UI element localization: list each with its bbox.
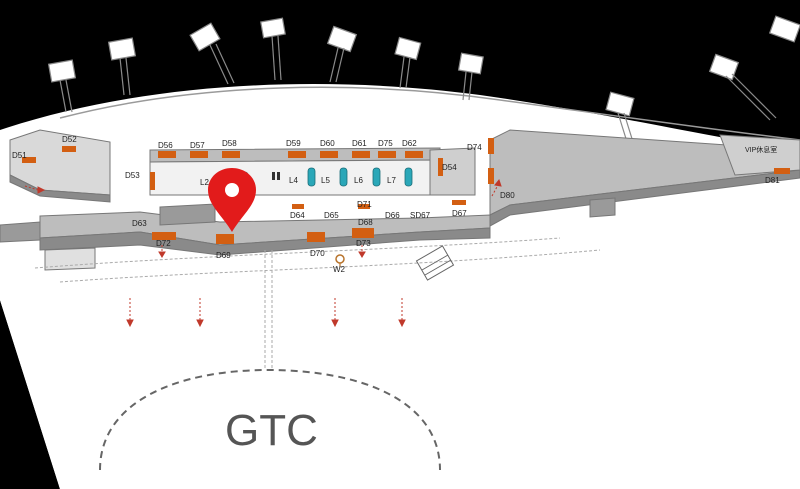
gate-label-d68: D68 xyxy=(358,218,373,227)
gate-label-d70: D70 xyxy=(310,249,325,258)
gate-markers xyxy=(22,138,790,244)
gate-label-d63: D63 xyxy=(132,219,147,228)
w2-marker xyxy=(335,254,345,267)
direction-arrow-icon xyxy=(196,298,204,328)
w2-label: W2 xyxy=(333,265,346,274)
gate-label-d59: D59 xyxy=(286,139,301,148)
gate-label-d66: D66 xyxy=(385,211,400,220)
gate-label-d53: D53 xyxy=(125,171,140,180)
lounge-label-l5: L5 xyxy=(321,176,330,185)
gtc-label: GTC xyxy=(225,406,318,455)
direction-arrow-icon xyxy=(491,178,502,197)
lounge-label-l6: L6 xyxy=(354,176,363,185)
gate-label-d67: D67 xyxy=(452,209,467,218)
gate-label-d73: D73 xyxy=(356,239,371,248)
gate-label-d52: D52 xyxy=(62,135,77,144)
gate-label-d69: D69 xyxy=(216,251,231,260)
gate-label-d71: D71 xyxy=(357,200,372,209)
gate-label-d80: D80 xyxy=(500,191,515,200)
walkways xyxy=(34,237,601,370)
gate-label-d81: D81 xyxy=(765,176,780,185)
gtc-forecourt xyxy=(0,280,800,489)
direction-arrow-icon xyxy=(331,298,339,328)
location-pin-icon[interactable] xyxy=(208,168,256,232)
gate-label-d57: D57 xyxy=(190,141,205,150)
gate-label-d62: D62 xyxy=(402,139,417,148)
gate-label-d75: D75 xyxy=(378,139,393,148)
gate-labels: D51 D52 D53 D54 D56 D57 D58 D59 D60 D61 … xyxy=(12,135,780,260)
lounge-label-l2: L2 xyxy=(200,178,209,187)
direction-arrow-icon xyxy=(24,185,46,194)
vip-lounge-label: VIP休息室 xyxy=(745,145,777,154)
gate-label-d51: D51 xyxy=(12,151,27,160)
direction-arrows xyxy=(24,178,502,328)
restroom-icon xyxy=(272,172,280,180)
direction-arrow-icon xyxy=(126,298,134,328)
escalator-icon xyxy=(415,245,455,281)
gate-label-d64: D64 xyxy=(290,211,305,220)
gtc-boundary xyxy=(99,368,441,471)
gate-label-d54: D54 xyxy=(442,163,457,172)
lounge-label-l4: L4 xyxy=(289,176,298,185)
terminal-roofline xyxy=(59,86,800,141)
lounge-labels: L2 L4 L5 L6 L7 xyxy=(200,176,396,187)
gate-label-d58: D58 xyxy=(222,139,237,148)
lounge-label-l7: L7 xyxy=(387,176,396,185)
gate-label-d65: D65 xyxy=(324,211,339,220)
gate-label-d60: D60 xyxy=(320,139,335,148)
jet-bridges xyxy=(47,15,800,159)
gate-label-d74: D74 xyxy=(467,143,482,152)
gate-label-d56: D56 xyxy=(158,141,173,150)
gate-label-d61: D61 xyxy=(352,139,367,148)
direction-arrow-icon xyxy=(398,298,406,328)
gate-label-d72: D72 xyxy=(156,239,171,248)
direction-arrow-icon xyxy=(158,245,166,258)
gate-label-sd67: SD67 xyxy=(410,211,431,220)
direction-arrow-icon xyxy=(358,245,366,258)
